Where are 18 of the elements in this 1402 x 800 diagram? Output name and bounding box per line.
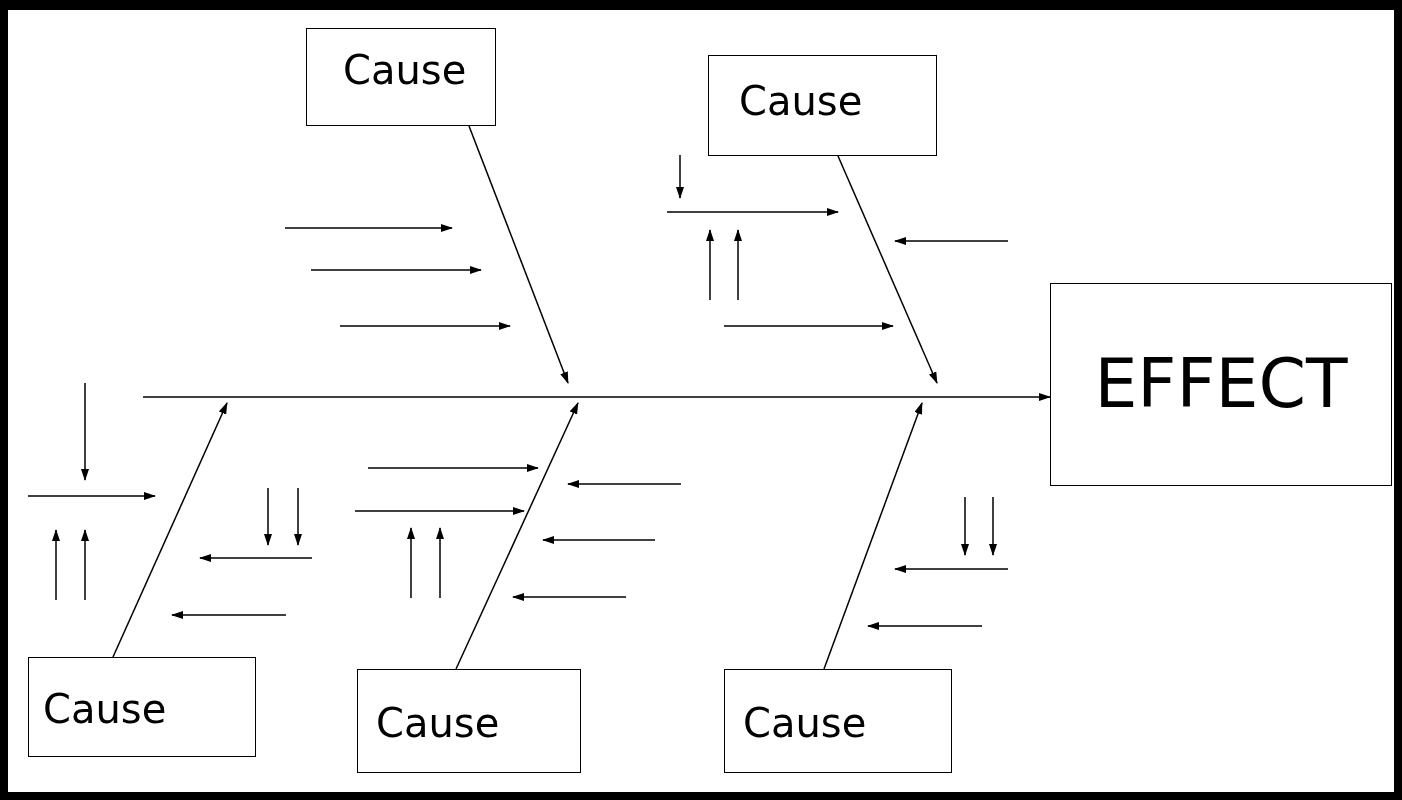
cause-label: Cause xyxy=(743,700,867,746)
spine-arrow xyxy=(142,393,1051,401)
effect-label: EFFECT xyxy=(1094,345,1348,424)
cause-label: Cause xyxy=(739,78,863,124)
bone-arrow xyxy=(823,402,923,670)
bone-arrow xyxy=(112,402,228,658)
bone-arrow xyxy=(455,402,579,670)
cause-box xyxy=(357,669,581,773)
effect-box xyxy=(1050,283,1392,486)
cause-box xyxy=(708,55,937,156)
cause-label: Cause xyxy=(43,686,167,732)
cause-label: Cause xyxy=(343,47,467,93)
cause-box xyxy=(28,657,256,757)
bone-arrow xyxy=(837,155,938,384)
cause-box xyxy=(724,669,952,773)
cause-box xyxy=(306,28,496,126)
cause-label: Cause xyxy=(376,700,500,746)
bone-arrow xyxy=(468,125,569,384)
